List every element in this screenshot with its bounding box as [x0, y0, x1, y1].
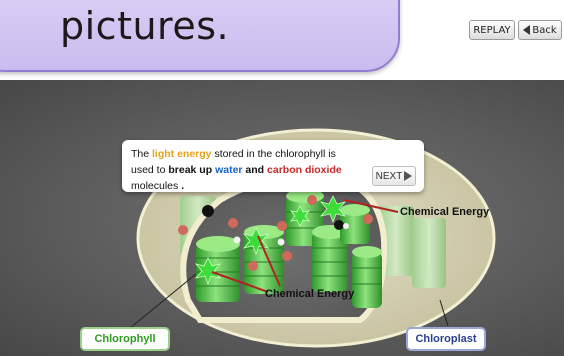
info-callout: The light energy stored in the chlorophy… — [122, 140, 424, 192]
replay-button[interactable]: REPLAY — [469, 20, 515, 40]
caption-bubble: pictures. — [0, 0, 400, 72]
back-label: Back — [532, 25, 556, 36]
callout-segment: carbon dioxide — [267, 164, 342, 176]
callout-text: The light energy stored in the chlorophy… — [131, 146, 361, 194]
callout-segment: molecules — [131, 180, 178, 192]
triangle-left-icon — [523, 25, 530, 35]
callout-segment: and — [243, 164, 268, 176]
callout-segment: water — [215, 164, 242, 176]
chemical-energy-label-upper: Chemical Energy — [400, 206, 490, 218]
callout-segment: light energy — [152, 148, 212, 160]
callout-segment: . — [178, 180, 184, 192]
next-label: NEXT — [376, 171, 403, 182]
callout-segment: break up — [168, 164, 215, 176]
caption-text: pictures. — [60, 4, 229, 48]
replay-label: REPLAY — [473, 25, 510, 36]
chlorophyll-label-text: Chlorophyll — [94, 333, 155, 345]
chloroplast-label-text: Chloroplast — [415, 333, 476, 345]
next-button[interactable]: NEXT — [372, 166, 416, 186]
chlorophyll-label: Chlorophyll — [80, 327, 170, 351]
chemical-energy-label-lower: Chemical Energy — [265, 288, 355, 300]
callout-segment: The — [131, 148, 152, 160]
triangle-right-icon — [404, 171, 412, 181]
chloroplast-label: Chloroplast — [406, 327, 486, 351]
back-button[interactable]: Back — [518, 20, 562, 40]
